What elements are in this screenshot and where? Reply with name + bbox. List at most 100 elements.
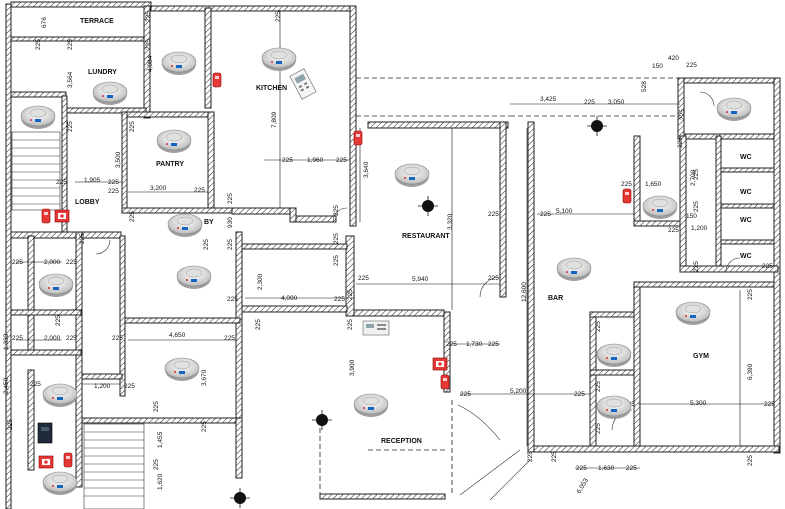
column-icon: [417, 195, 439, 217]
control-panel-icon: [37, 422, 53, 444]
smoke-detector-icon: [20, 105, 56, 130]
smoke-detector-icon: [261, 47, 297, 72]
dimension-label: 2,000: [44, 335, 61, 342]
dimension-label: 225: [227, 239, 234, 250]
room-label-wc: WC: [740, 189, 752, 196]
dimension-label: 7,809: [271, 111, 278, 128]
manual-call-point-icon: [38, 455, 54, 469]
dimension-label: 225: [595, 321, 602, 332]
dimension-label: 3,564: [67, 71, 74, 88]
dimension-label: 225: [551, 451, 558, 462]
dimension-label: 225: [201, 421, 208, 432]
dimension-label: 225: [282, 157, 293, 164]
dimension-label: 2,300: [257, 273, 264, 290]
dimension-label: 225: [67, 121, 74, 132]
dimension-label: 225: [108, 188, 119, 195]
dimension-label: 6,390: [747, 363, 754, 380]
dimension-label: 225: [194, 187, 205, 194]
dimension-label: 225: [693, 261, 700, 272]
dimension-label: 150: [686, 213, 697, 220]
room-label-restaurant: RESTAURANT: [402, 233, 450, 240]
dimension-label: 5,300: [690, 400, 707, 407]
dimension-label: 1,333: [3, 333, 10, 350]
dimension-label: 225: [124, 383, 135, 390]
smoke-detector-icon: [675, 301, 711, 326]
dimension-label: 3,670: [201, 369, 208, 386]
dimension-label: 225: [145, 39, 152, 50]
dimension-label: 225: [460, 391, 471, 398]
alarm-bell-icon: [622, 188, 632, 204]
dimension-label: 225: [595, 423, 602, 434]
stair-bottom: [83, 423, 145, 509]
dimension-label: 2,000: [44, 259, 61, 266]
dimension-label: 3,900: [349, 359, 356, 376]
manual-call-point-icon: [432, 357, 448, 371]
dimension-label: 225: [540, 211, 551, 218]
dimension-label: 225: [145, 11, 152, 22]
dimension-label: 225: [153, 459, 160, 470]
smoke-detector-icon: [596, 395, 632, 420]
dimension-label: 225: [576, 465, 587, 472]
dimension-label: 225: [626, 465, 637, 472]
dimension-label: 225: [527, 451, 534, 462]
dimension-label: 225: [336, 157, 347, 164]
alarm-bell-icon: [212, 72, 222, 88]
manual-call-point-icon: [54, 209, 70, 223]
dimension-label: 3,050: [608, 99, 625, 106]
dimension-label: 1,200: [94, 383, 111, 390]
dimension-label: 225: [227, 296, 238, 303]
room-label-wc: WC: [740, 217, 752, 224]
smoke-detector-icon: [161, 51, 197, 76]
dimension-label: 225: [333, 255, 340, 266]
dimension-label: 225: [255, 319, 262, 330]
dimension-label: 225: [203, 239, 210, 250]
dimension-label: 225: [621, 181, 632, 188]
dimension-label: 225: [574, 391, 585, 398]
dashed-lines: [319, 77, 680, 495]
dimension-label: 225: [12, 259, 23, 266]
dimension-label: 2,450: [3, 377, 10, 394]
dimension-label: 2,700: [690, 169, 697, 186]
dimension-label: 225: [584, 99, 595, 106]
dimension-label: 225: [153, 401, 160, 412]
dimension-label: 225: [764, 401, 775, 408]
smoke-detector-icon: [164, 357, 200, 382]
alarm-bell-icon: [440, 374, 450, 390]
dimension-label: 1,200: [691, 225, 708, 232]
room-label-reception: RECEPTION: [381, 438, 422, 445]
room-label-kitchen: KITCHEN: [256, 85, 287, 92]
dimension-label: 225: [747, 455, 754, 466]
dimension-label: 1,630: [598, 465, 615, 472]
smoke-detector-icon: [353, 393, 389, 418]
dimension-label: 225: [66, 335, 77, 342]
room-label-by: BY: [204, 219, 214, 226]
dimension-label: 5,940: [412, 276, 429, 283]
column-icon: [229, 487, 251, 509]
room-label-gym: GYM: [693, 353, 709, 360]
dimension-label: 225: [762, 263, 773, 270]
room-label-wc: WC: [740, 253, 752, 260]
dimension-label: 528: [641, 81, 648, 92]
dimension-label: 225: [358, 275, 369, 282]
dimension-label: 1,960: [307, 157, 324, 164]
dimension-label: 225: [67, 39, 74, 50]
dimension-label: 3,200: [150, 185, 167, 192]
dimension-label: 225: [334, 296, 345, 303]
dimension-label: 1,905: [84, 177, 101, 184]
dimension-label: 3,425: [540, 96, 557, 103]
dimension-label: 4,084: [147, 55, 154, 72]
dimension-label: 225: [686, 62, 697, 69]
dimension-label: 225: [224, 335, 235, 342]
dimension-label: 225: [56, 179, 67, 186]
dimension-label: 225: [66, 259, 77, 266]
dimension-label: 225: [108, 179, 119, 186]
room-label-lobby: LOBBY: [75, 199, 100, 206]
dimension-label: 3,640: [363, 161, 370, 178]
dimension-label: 6,053: [576, 477, 590, 495]
dimension-label: 5,100: [556, 208, 573, 215]
dimension-label: 225: [129, 211, 136, 222]
dimension-lines: [16, 10, 774, 469]
dimension-label: 225: [55, 315, 62, 326]
dimension-label: 1,730: [466, 341, 483, 348]
